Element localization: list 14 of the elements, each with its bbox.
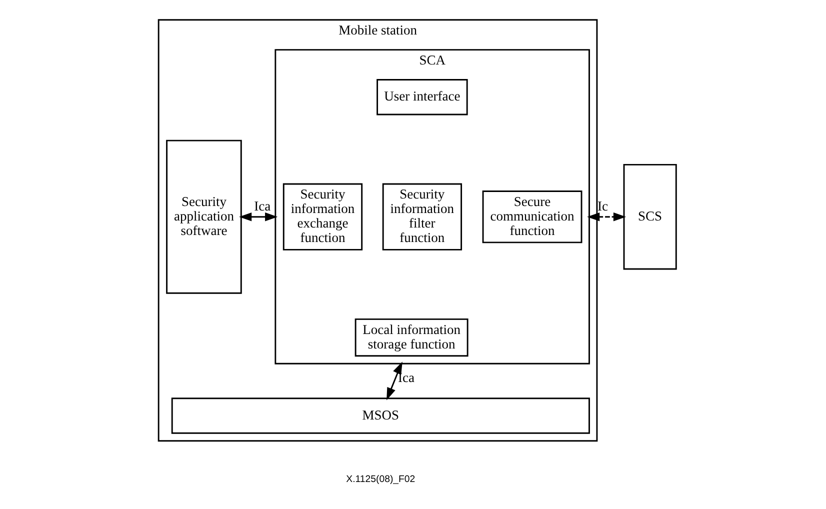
node-box: Secure communication function <box>482 190 582 244</box>
node-box: MSOS <box>170 398 590 434</box>
edge-label: Ica <box>254 198 270 214</box>
node-box: Security information filter function <box>382 183 462 250</box>
edge-label: Ic <box>597 198 608 214</box>
node-box: Security application software <box>166 140 242 294</box>
arrow <box>586 212 626 222</box>
node-box: Local information storage function <box>354 318 468 357</box>
arrow <box>238 212 278 222</box>
arrow <box>386 362 402 400</box>
label: X.1125(08)_F02 <box>346 474 415 485</box>
node-box: SCS <box>622 164 676 270</box>
node-box: Security information exchange function <box>282 183 362 250</box>
node-box: User interface <box>376 79 468 116</box>
